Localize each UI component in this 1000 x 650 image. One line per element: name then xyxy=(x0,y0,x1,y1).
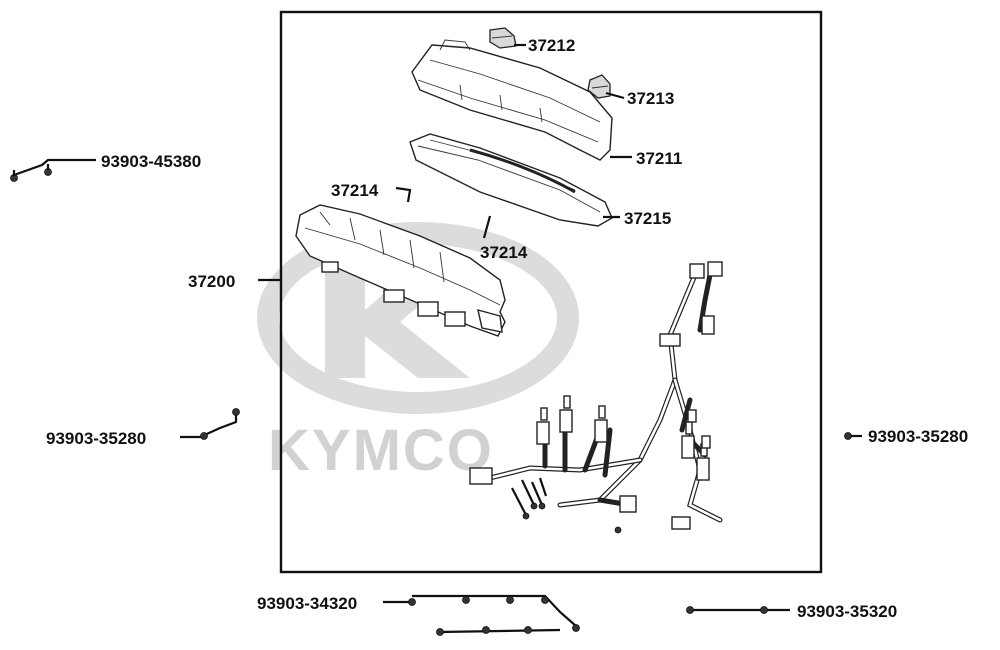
callout-37215: 37215 xyxy=(624,209,671,228)
screws-93903-35280-left xyxy=(180,408,240,440)
callout-93903-35320: 93903-35320 xyxy=(797,602,897,621)
screws-93903-35280-right xyxy=(844,432,862,440)
callout-93903-34320: 93903-34320 xyxy=(257,594,357,613)
harness-screws xyxy=(511,477,622,534)
callout-37213: 37213 xyxy=(627,89,674,108)
callout-37211: 37211 xyxy=(636,149,682,168)
screws-93903-35320 xyxy=(686,606,790,614)
callout-37200: 37200 xyxy=(188,272,235,291)
assembly-frame xyxy=(279,10,823,574)
watermark-logo-ellipse xyxy=(257,222,579,414)
part-37213 xyxy=(587,74,611,99)
part-37215-lens xyxy=(409,133,613,227)
part-37200-meter-body xyxy=(295,204,506,337)
callout-93903-45380: 93903-45380 xyxy=(101,152,201,171)
callout-93903-35280-left: 93903-35280 xyxy=(46,429,146,448)
bulb-sockets xyxy=(536,395,711,481)
callout-93903-35280-right: 93903-35280 xyxy=(868,427,968,446)
screws-93903-34320 xyxy=(383,594,580,636)
watermark-brand-text: KYMCO xyxy=(268,418,494,483)
screws-93903-45380 xyxy=(10,158,96,182)
wiring-harness xyxy=(469,261,723,534)
callout-37214-a: 37214 xyxy=(331,181,379,200)
part-37214-pin-a xyxy=(395,186,412,203)
part-37211-upper-cover xyxy=(411,39,613,161)
callout-37214-b: 37214 xyxy=(480,243,528,262)
part-37214-pin-b xyxy=(482,215,492,239)
callout-37212: 37212 xyxy=(528,36,575,55)
part-37212 xyxy=(489,27,517,49)
